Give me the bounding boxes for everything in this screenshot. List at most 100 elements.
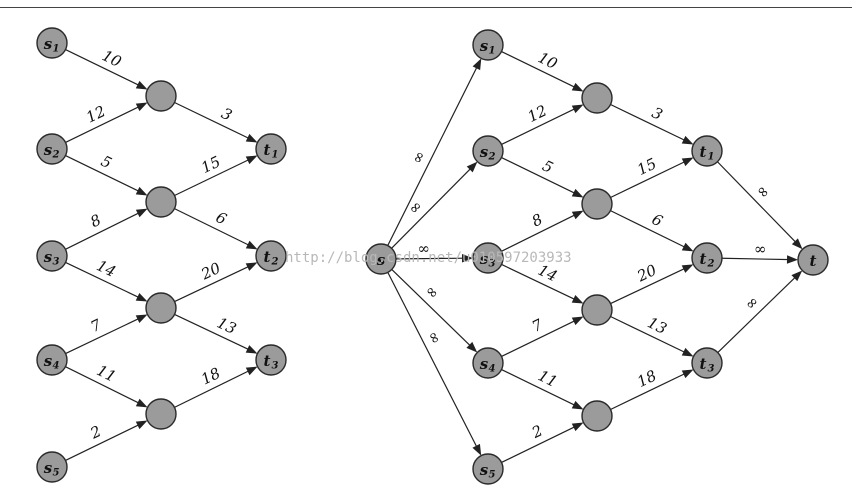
arrowhead bbox=[786, 255, 799, 264]
arrowhead bbox=[135, 102, 148, 112]
node-circle bbox=[36, 133, 68, 165]
arrowhead bbox=[571, 210, 584, 220]
edge-line bbox=[717, 161, 799, 246]
edge-capacity-label: 6 bbox=[213, 208, 230, 229]
edge-line bbox=[501, 106, 579, 145]
edge-R_t3-to-R_t: ∞ bbox=[717, 270, 803, 353]
arrowhead bbox=[571, 422, 584, 432]
node-subscript: 1 bbox=[53, 44, 60, 55]
node-subscript: 3 bbox=[53, 257, 60, 268]
arrowhead bbox=[681, 135, 694, 145]
edge-line bbox=[65, 366, 143, 406]
node-circle bbox=[145, 186, 177, 218]
arrowhead bbox=[472, 58, 482, 71]
watermark-text: http://blog.csdn.net/u010597203933 bbox=[285, 250, 572, 266]
edge-line bbox=[395, 257, 468, 260]
node-label: t bbox=[700, 355, 707, 373]
node-subscript: 2 bbox=[271, 257, 279, 268]
node-circle bbox=[36, 451, 68, 483]
node-label: s bbox=[44, 35, 53, 53]
node-subscript: 2 bbox=[52, 150, 60, 161]
node-subscript: 3 bbox=[708, 364, 715, 375]
edge-line bbox=[65, 210, 143, 250]
node-circle bbox=[472, 347, 504, 379]
arrowhead bbox=[135, 314, 148, 323]
edge-line bbox=[721, 257, 793, 261]
arrowhead bbox=[472, 443, 482, 456]
edge-R_s-to-R_s5: ∞ bbox=[387, 272, 482, 456]
arrowhead bbox=[571, 295, 584, 304]
edge-line bbox=[501, 51, 579, 90]
edge-L_m2-to-L_t1: 15 bbox=[174, 152, 258, 197]
edge-R_s1-to-R_m1: 10 bbox=[501, 48, 584, 92]
arrowhead bbox=[245, 366, 258, 376]
edge-capacity-label: ∞ bbox=[741, 292, 763, 314]
edge-R_s3-to-R_m3: 14 bbox=[501, 261, 584, 304]
arrowhead bbox=[791, 238, 803, 250]
node-label: t bbox=[810, 252, 817, 270]
edge-capacity-label: 6 bbox=[649, 210, 666, 231]
node-circle bbox=[145, 292, 177, 324]
node-subscript: 3 bbox=[489, 259, 496, 270]
node-circle bbox=[472, 135, 504, 167]
edge-capacity-label: 5 bbox=[540, 157, 556, 177]
edge-capacity-label: ∞ bbox=[421, 281, 443, 303]
arrowhead bbox=[571, 104, 584, 114]
edge-capacity-label: ∞ bbox=[424, 328, 446, 347]
edge-line bbox=[174, 368, 253, 408]
edge-R_t1-to-R_t: ∞ bbox=[717, 161, 803, 250]
edge-line bbox=[610, 159, 689, 199]
node-label: s bbox=[480, 461, 489, 479]
edge-line bbox=[65, 422, 143, 461]
arrowhead bbox=[791, 270, 803, 282]
node-circle bbox=[255, 344, 287, 376]
edge-R_s4-to-R_m3: 7 bbox=[501, 315, 584, 357]
edge-R_m3-to-R_t3: 13 bbox=[610, 313, 694, 357]
arrowhead bbox=[466, 161, 478, 173]
edge-line bbox=[174, 208, 253, 248]
edge-capacity-label: 2 bbox=[87, 422, 104, 443]
edge-line bbox=[501, 318, 579, 357]
edge-line bbox=[501, 424, 579, 463]
node-label: t bbox=[264, 352, 271, 370]
edge-L_s2-to-L_m2: 5 bbox=[65, 152, 148, 196]
arrowhead bbox=[245, 155, 258, 165]
edge-line bbox=[610, 266, 689, 305]
edge-R_t2-to-R_t: ∞ bbox=[721, 240, 799, 264]
edge-line bbox=[610, 315, 689, 355]
node-circle bbox=[797, 244, 829, 276]
node-label: s bbox=[480, 143, 489, 161]
edge-R_m4-to-R_t3: 18 bbox=[610, 366, 694, 411]
arrowhead bbox=[571, 82, 584, 92]
edge-L_s4-to-L_m4: 11 bbox=[65, 361, 148, 408]
node-circle bbox=[472, 242, 504, 274]
edge-line bbox=[501, 263, 579, 302]
edge-line bbox=[610, 103, 689, 143]
edge-line bbox=[65, 261, 143, 300]
node-subscript: 5 bbox=[53, 468, 60, 479]
edge-capacity-label: ∞ bbox=[754, 240, 767, 258]
arrowhead bbox=[245, 345, 258, 354]
edge-line bbox=[501, 157, 579, 196]
node-circle bbox=[691, 242, 723, 274]
arrowhead bbox=[681, 157, 694, 167]
edge-capacity-label: ∞ bbox=[404, 197, 426, 219]
arrowhead bbox=[681, 369, 694, 379]
edge-R_s-to-R_s3: ∞ bbox=[395, 240, 474, 263]
arrowhead bbox=[571, 188, 584, 198]
node-L_m2 bbox=[145, 186, 177, 218]
edge-line bbox=[610, 210, 689, 250]
node-circle bbox=[36, 344, 68, 376]
node-label: s bbox=[44, 352, 53, 370]
edge-R_m2-to-R_t1: 15 bbox=[610, 154, 694, 199]
node-label: s bbox=[44, 459, 53, 477]
node-subscript: 2 bbox=[707, 259, 715, 270]
